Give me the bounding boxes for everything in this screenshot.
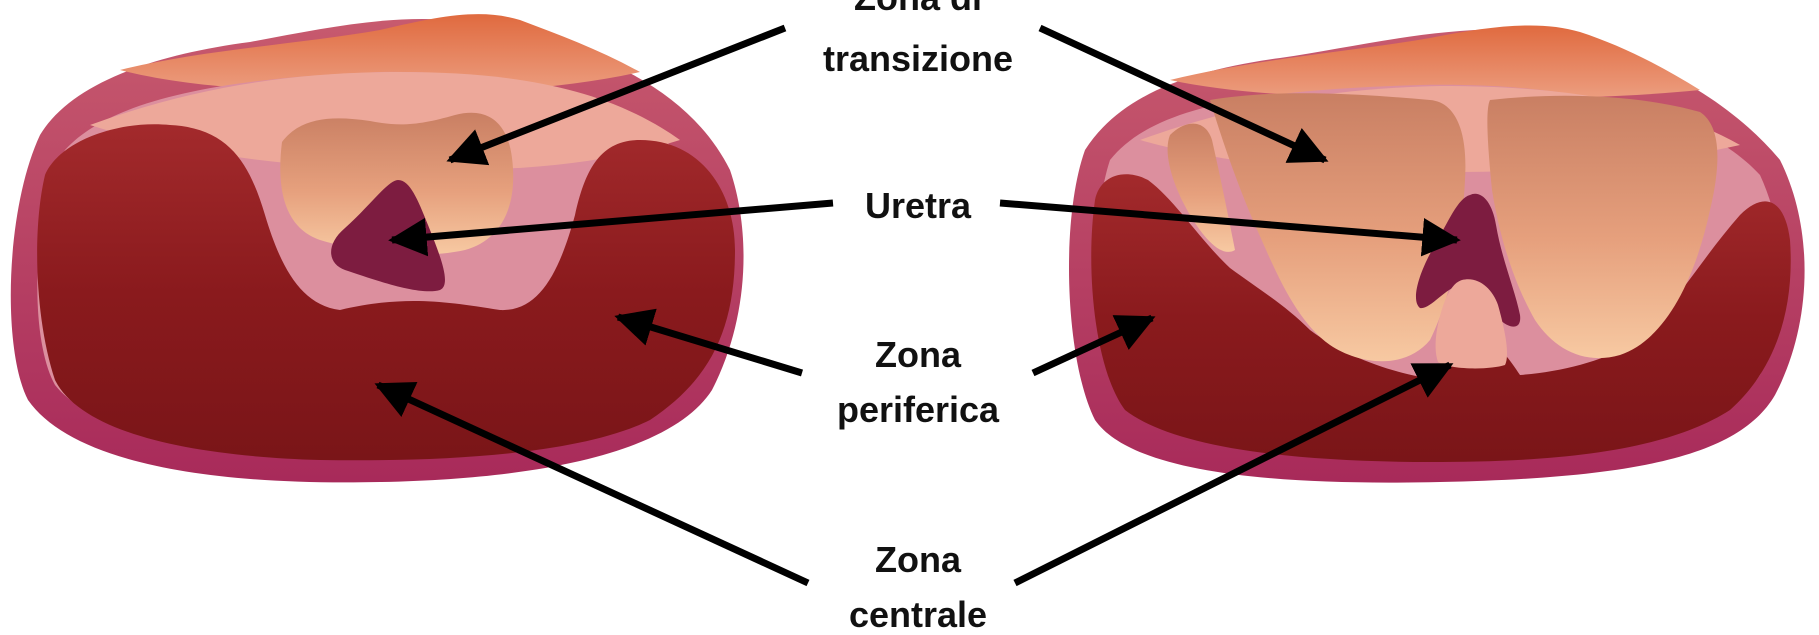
label-peripheral-zone: Zona periferica	[837, 334, 1000, 430]
label-urethra: Uretra	[865, 185, 972, 226]
label-central-zone-line2: centrale	[849, 594, 987, 635]
label-transition-zone-line1: Zona di	[854, 0, 982, 18]
label-peripheral-zone-line1: Zona	[875, 334, 962, 375]
label-transition-zone-line2: transizione	[823, 38, 1013, 79]
label-central-zone: Zona centrale	[849, 539, 987, 635]
label-peripheral-zone-line2: periferica	[837, 389, 1000, 430]
label-central-zone-line1: Zona	[875, 539, 962, 580]
label-transition-zone: Zona di transizione	[823, 0, 1013, 79]
